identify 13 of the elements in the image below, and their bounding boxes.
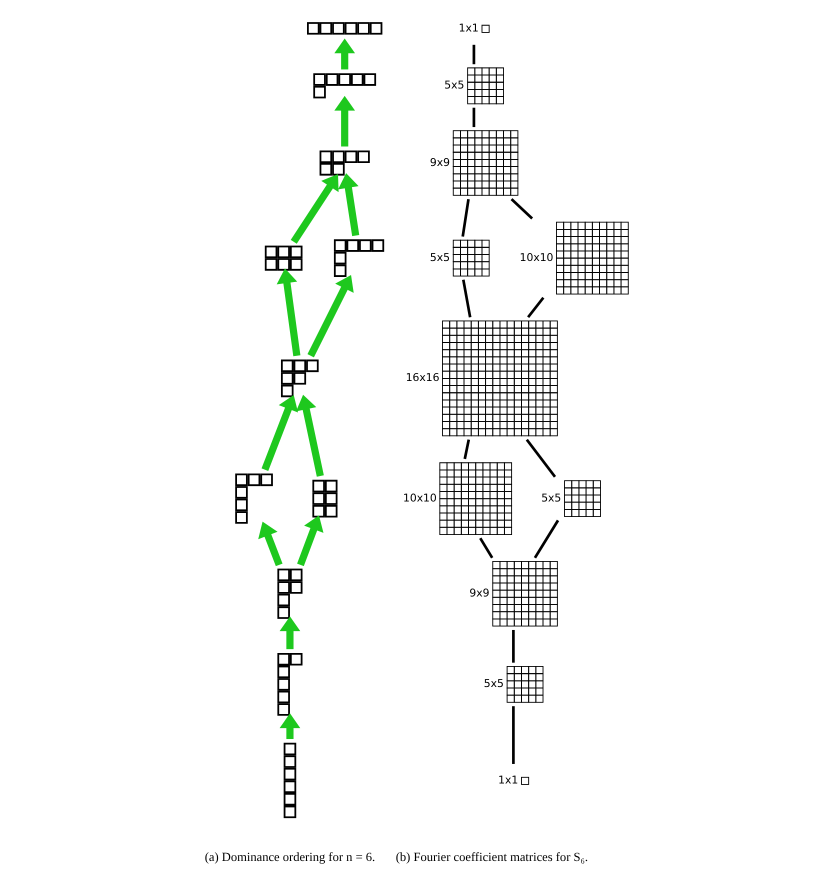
node-label: 9x9 — [468, 586, 489, 600]
node-label: 10x10 — [402, 491, 436, 504]
node-label: 5x5 — [444, 78, 464, 92]
node-label: 5x5 — [429, 250, 450, 264]
node-label: 5x5 — [483, 677, 504, 690]
node-label: 1x1 — [498, 774, 518, 787]
node-label: 1x1 — [458, 22, 478, 35]
node-label: 5x5 — [540, 491, 561, 504]
label: (a) Dominance ordering for n = 6. — [204, 850, 375, 864]
node-label: 16x16 — [405, 371, 439, 384]
node-label: 9x9 — [429, 156, 450, 169]
node-label: 10x10 — [519, 250, 553, 264]
label: (b) Fourier coefficient matrices for S₆. — [395, 850, 588, 864]
